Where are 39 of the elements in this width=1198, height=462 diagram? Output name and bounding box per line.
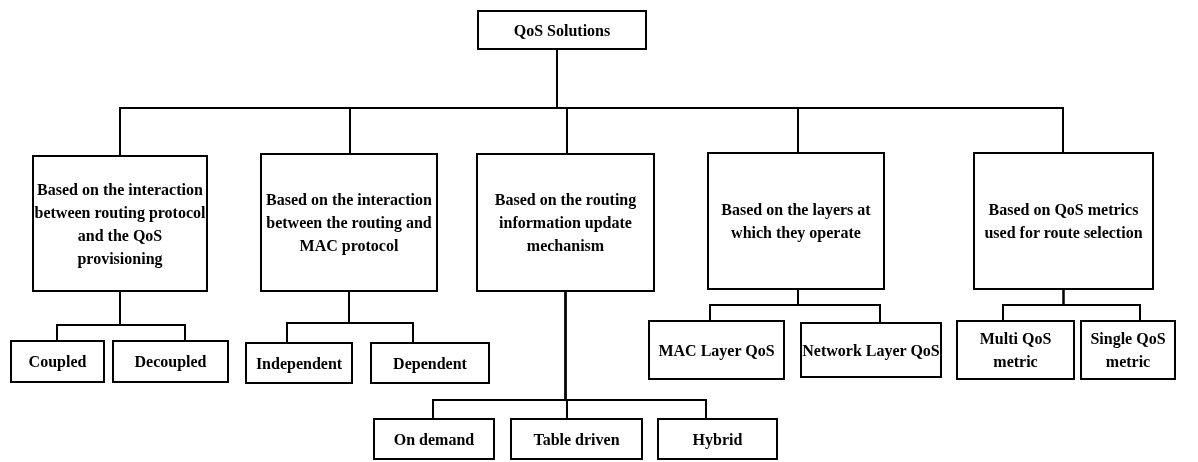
box-label: Based on QoS metrics used for route selection <box>983 200 1144 243</box>
connector-line <box>564 291 707 419</box>
box-label: Based on the interaction between routing protocol and the QoS provisioning <box>34 179 206 270</box>
category-box <box>476 153 655 292</box>
category-box <box>973 152 1154 290</box>
category-box <box>648 320 785 380</box>
box-label: On demand <box>393 429 475 450</box>
category-box <box>510 418 643 460</box>
box-label: MAC Layer QoS <box>658 340 775 362</box>
connector-line <box>119 291 186 341</box>
box-label: Decoupled <box>134 352 207 373</box>
connector-line <box>1062 289 1141 321</box>
box-label: Dependent <box>393 353 467 375</box>
category-box <box>10 340 105 383</box>
box-label: Independent <box>255 353 343 375</box>
category-box <box>657 418 778 460</box>
box-label: QoS Solutions <box>513 20 611 41</box>
connector-line <box>797 289 881 323</box>
category-box <box>370 342 490 384</box>
box-label: Coupled <box>28 352 87 373</box>
box-label: Based on the interaction between the routing and MAC protocol <box>265 190 433 257</box>
box-label: Table driven <box>533 429 620 450</box>
category-box <box>245 342 353 384</box>
category-box <box>373 418 495 460</box>
category-box <box>477 10 647 50</box>
box-label: Multi QoS metric <box>978 329 1053 372</box>
box-label: Based on the layers at which they operate <box>720 200 872 244</box>
category-box <box>260 153 438 292</box>
box-label: Hybrid <box>692 429 743 451</box>
category-box <box>1080 320 1176 380</box>
category-box <box>32 155 208 292</box>
box-label: Network Layer QoS <box>802 340 940 362</box>
box-label: Based on the routing information update mechanism <box>493 190 638 256</box>
category-box <box>956 320 1075 380</box>
connector-line <box>348 291 414 343</box>
category-box <box>800 322 942 378</box>
box-label: Single QoS metric <box>1089 329 1167 372</box>
category-box <box>707 152 885 290</box>
category-box <box>112 340 229 383</box>
